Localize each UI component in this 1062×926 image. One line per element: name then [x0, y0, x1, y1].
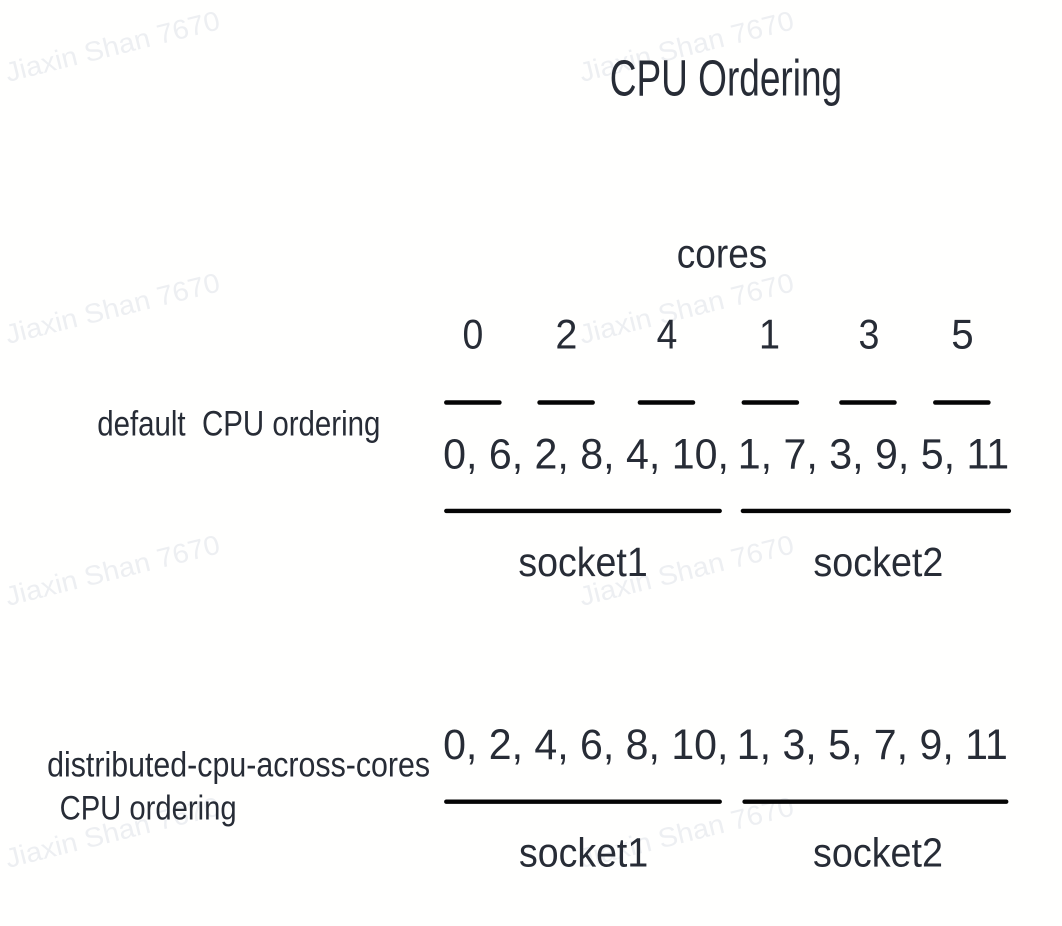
svg-text:1, 3, 5, 7, 9, 11: 1, 3, 5, 7, 9, 11: [737, 722, 1008, 769]
svg-text:4: 4: [657, 311, 678, 358]
svg-text:1: 1: [759, 311, 780, 358]
svg-text:socket2: socket2: [813, 539, 943, 585]
svg-text:0, 2, 4, 6, 8, 10,: 0, 2, 4, 6, 8, 10,: [443, 722, 728, 769]
svg-text:1, 7, 3, 9, 5, 11: 1, 7, 3, 9, 5, 11: [738, 432, 1010, 479]
svg-text:cores: cores: [677, 230, 768, 276]
svg-text:socket1: socket1: [518, 539, 647, 585]
svg-text:3: 3: [859, 311, 880, 358]
svg-text:5: 5: [951, 311, 973, 358]
svg-text:default CPU ordering: default CPU ordering: [97, 405, 380, 444]
svg-text:socket2: socket2: [813, 829, 943, 875]
svg-text:distributed-cpu-across-cores: distributed-cpu-across-cores: [47, 746, 430, 785]
svg-text:0, 6, 2, 8, 4, 10,: 0, 6, 2, 8, 4, 10,: [443, 432, 729, 479]
svg-text:CPU ordering: CPU ordering: [60, 789, 237, 827]
svg-text:CPU Ordering: CPU Ordering: [610, 49, 842, 106]
svg-text:2: 2: [555, 311, 577, 358]
svg-text:0: 0: [462, 311, 483, 358]
svg-text:socket1: socket1: [519, 829, 648, 875]
